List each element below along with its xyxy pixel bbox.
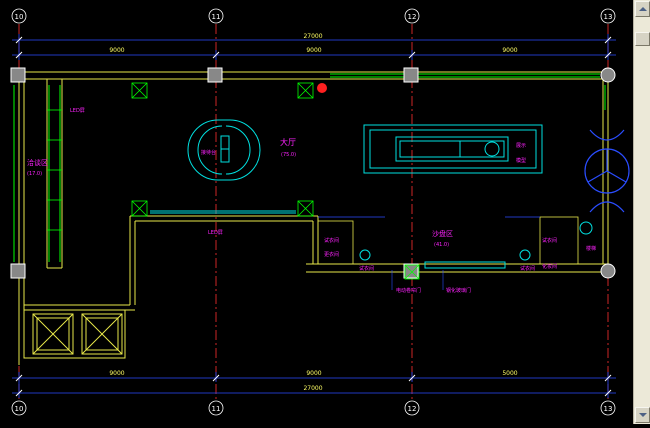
small-room-right-a: 试衣间 [542,237,557,244]
small-room-right-b: 化妆间 [542,263,557,270]
left-room-area: (17.0) [27,171,42,177]
dim-top-seg-3: 9000 [502,47,517,54]
model-label-b: 模型 [516,157,526,164]
grid-label-top-13: 13 [604,13,613,21]
callout-rolling-door: 电动卷帘门 [396,287,421,294]
floor-plan-drawing: 10 11 12 13 10 11 12 13 27000 9000 9000 … [10,8,630,416]
grid-label-bottom-11: 11 [212,405,221,413]
reception-desk [187,119,261,181]
sand-room-name: 沙盘区 [432,229,453,238]
scroll-down-arrow-icon[interactable] [635,407,650,423]
grid-bubbles [11,8,616,416]
led-top-label: LED屏 [70,108,85,114]
round-column-bottom-right [600,263,616,279]
dim-top-seg-1: 9000 [109,47,124,54]
sand-room-area: (41.0) [434,242,449,248]
glass-windows [13,73,606,262]
grid-label-top-12: 12 [408,13,417,21]
dim-bottom-seg-3: 5000 [502,370,517,377]
scrollbar-thumb[interactable] [635,32,650,46]
hall-name: 大厅 [280,137,296,147]
small-room-left-b: 更衣间 [324,251,339,258]
small-room-left-a: 试衣间 [324,237,339,244]
dim-bottom-seg-2: 9000 [306,370,321,377]
reception-label: 接待台 [201,149,216,156]
fitting-label-b: 试衣间 [520,265,535,272]
counter [424,261,506,269]
walls [18,71,609,365]
sand-table-model [363,124,543,174]
dim-bottom-seg-1: 9000 [109,370,124,377]
round-column-top-right [600,67,616,83]
top-dimension-lines [12,34,616,60]
grid-label-bottom-10: 10 [15,405,24,413]
led-mid-label: LED屏 [208,230,223,236]
pilasters [131,82,420,280]
grid-label-bottom-12: 12 [408,405,417,413]
vertical-scrollbar[interactable] [633,0,650,424]
grid-label-top-10: 10 [15,13,24,21]
plant-pot [579,221,593,235]
dim-bottom-total: 27000 [303,385,322,392]
dim-top-seg-2: 9000 [306,47,321,54]
scroll-up-arrow-icon[interactable] [635,1,650,17]
elevator-shafts [23,309,126,359]
model-label-a: 展示 [516,143,526,149]
fitting-label-a: 试衣间 [359,265,374,272]
dim-top-total: 27000 [303,33,322,40]
cad-drawing-viewport[interactable]: 10 11 12 13 10 11 12 13 27000 9000 9000 … [0,0,633,424]
stair-label: 楼梯 [586,245,596,252]
revolving-door [584,129,630,213]
hall-area: (75.0) [281,152,296,158]
fire-extinguisher-icon [317,83,327,93]
callout-glass-door: 钢化玻璃门 [446,287,471,294]
grid-label-top-11: 11 [212,13,221,21]
grid-label-bottom-13: 13 [604,405,613,413]
small-rooms [317,216,579,265]
grid-axis-lines [18,24,609,400]
left-room-name: 洽谈区 [27,158,48,167]
